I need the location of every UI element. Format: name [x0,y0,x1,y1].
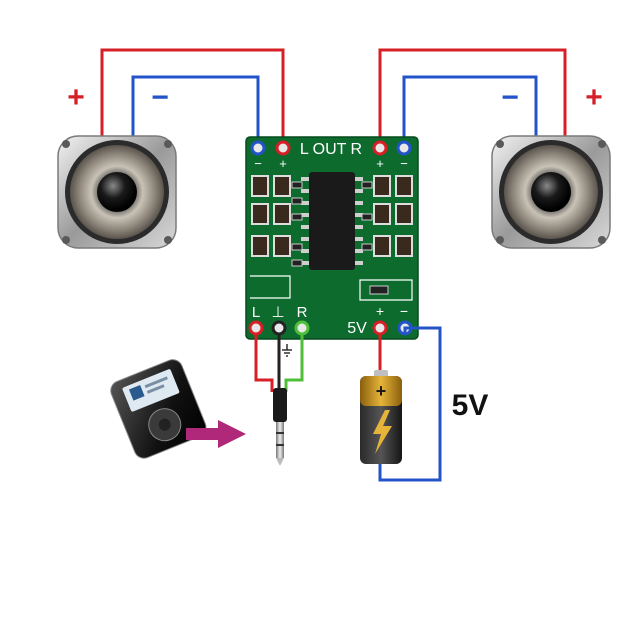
board-power-label: 5V [347,320,367,337]
left-speaker-plus-label: + [67,81,85,114]
left-speaker-positive-wire [100,48,285,148]
left-minus-output-pad[interactable] [250,140,266,156]
right-input-wire [284,334,304,392]
arrow-right-icon [186,420,246,448]
right-speaker-minus-label: − [501,81,519,114]
board-input-left-label: L [252,304,260,321]
power-plus-pad[interactable] [372,320,388,336]
chip-pins [301,177,363,265]
right-speaker-negative-wire [402,75,538,148]
input-wires [254,334,304,392]
right-speaker-positive-wire [378,48,567,148]
supply-voltage-label: 5V [452,389,489,422]
board-power-plus: + [376,303,384,319]
battery-icon: + [360,370,402,464]
power-negative-wire [378,326,442,482]
left-speaker-negative-wire [131,75,260,148]
right-speaker-plus-label: + [585,81,603,114]
ground-input-pad[interactable] [271,320,287,336]
power-wires [378,326,442,482]
right-minus-output-pad[interactable] [396,140,412,156]
battery-plus-label: + [376,381,387,401]
right-speaker-icon [491,135,611,249]
left-speaker-minus-label: − [151,81,169,114]
left-plus-output-pad[interactable] [275,140,291,156]
board-top-minus-right: − [400,156,408,171]
smd-components-left [251,175,303,267]
board-top-minus-left: − [254,156,262,171]
board-power-minus: − [400,303,408,319]
board-input-ground-label: ⊥ [271,304,284,321]
audio-jack-icon [273,388,287,466]
silkscreen-outlines [250,275,413,301]
left-input-pad[interactable] [248,320,264,336]
amplifier-chip [309,172,355,270]
board-input-right-label: R [297,304,308,321]
smd-components-right [361,175,413,295]
speaker-wires [100,48,567,148]
ground-icon [282,344,292,357]
board-top-plus-right: + [376,156,384,171]
left-input-wire [254,334,274,392]
board-top-plus-left: + [279,156,287,171]
board-output-label: L OUT R [300,141,362,158]
left-speaker-icon [57,135,177,249]
right-plus-output-pad[interactable] [372,140,388,156]
mp3-player-icon [110,359,207,459]
right-input-pad[interactable] [294,320,310,336]
amplifier-board: L OUT R − + + − [245,136,419,340]
